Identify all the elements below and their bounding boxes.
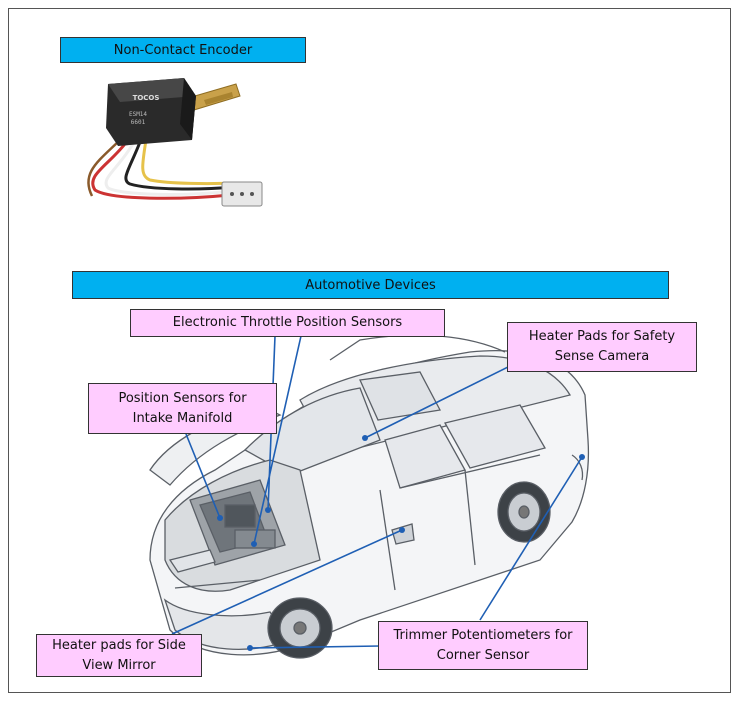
callout-manifold-line1: Position Sensors for — [118, 390, 247, 406]
encoder-section-title: Non-Contact Encoder — [60, 37, 306, 63]
callout-corner-line1: Trimmer Potentiometers for — [393, 627, 573, 643]
encoder-model-line1: ESM14 — [129, 111, 147, 118]
callout-camera-line1: Heater Pads for Safety — [528, 329, 676, 344]
callout-mirror-line2: View Mirror — [82, 657, 156, 673]
encoder-section-title-text: Non-Contact Encoder — [113, 42, 253, 58]
callout-camera-line2: Sense Camera — [554, 349, 650, 364]
callout-corner-sensor: Trimmer Potentiometers for Corner Sensor — [378, 621, 588, 670]
automotive-section-title-text: Automotive Devices — [305, 277, 436, 293]
callout-side-view-mirror: Heater pads for Side View Mirror — [36, 634, 202, 677]
automotive-section-title: Automotive Devices — [72, 271, 669, 299]
callout-manifold-line2: Intake Manifold — [132, 410, 233, 426]
callout-throttle-position-sensors: Electronic Throttle Position Sensors — [130, 309, 445, 337]
leader-lines — [171, 335, 585, 651]
callout-safety-sense-camera: Heater Pads for Safety Sense Camera — [507, 322, 697, 372]
encoder-brand-label: TOCOS — [133, 94, 160, 102]
callout-intake-manifold: Position Sensors for Intake Manifold — [88, 383, 277, 434]
encoder-product-image: TOCOS ESM14 6601 — [87, 78, 263, 207]
encoder-model-line2: 6601 — [131, 119, 146, 126]
callout-mirror-line1: Heater pads for Side — [52, 637, 186, 653]
callout-throttle-text: Electronic Throttle Position Sensors — [172, 315, 403, 330]
callout-corner-line2: Corner Sensor — [436, 647, 530, 663]
